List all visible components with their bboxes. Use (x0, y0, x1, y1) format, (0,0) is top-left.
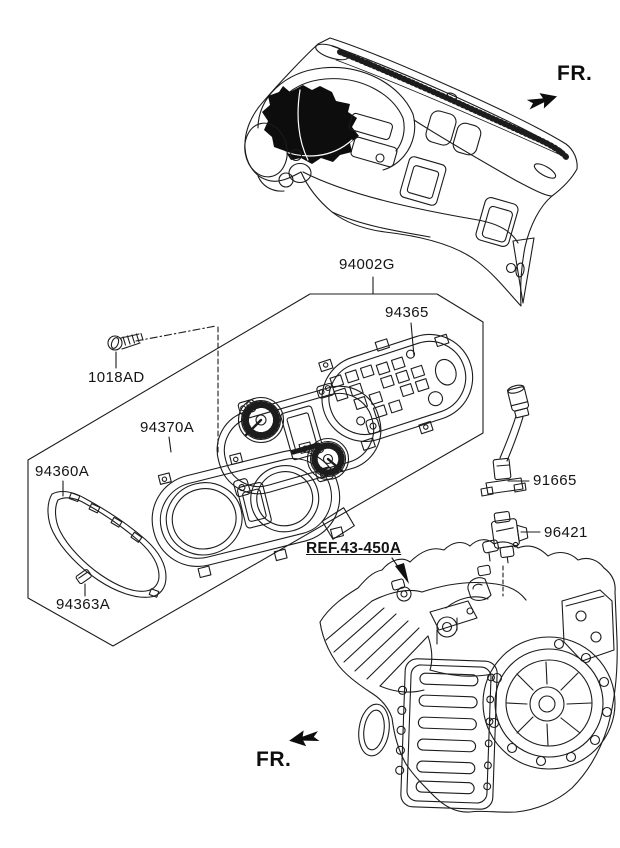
part-label-switch: 96421 (544, 524, 588, 541)
part-label-reference: REF.43-450A (306, 540, 402, 557)
lens-drawing (47, 490, 167, 598)
assembly-box-outline (27, 293, 484, 647)
part-label-wiring: 91665 (533, 472, 577, 489)
dashboard-illustration (244, 37, 578, 307)
cluster-opening-silhouette (262, 85, 359, 164)
switch-drawing (491, 510, 529, 597)
part-label-rear-case: 94365 (385, 304, 429, 321)
leader-lines (62, 276, 541, 597)
ref-arrowhead (395, 563, 409, 584)
rear-case-drawing (318, 333, 474, 451)
fr-arrow-bottom-icon (289, 730, 320, 747)
part-label-clip: 94363A (56, 596, 111, 613)
part-label-housing: 94370A (140, 419, 195, 436)
part-label-screw: 1018AD (88, 369, 145, 386)
wiring-drawing (480, 384, 530, 497)
housing-drawing (151, 441, 355, 579)
transmission-drawing (319, 539, 618, 813)
part-label-cluster-assembly: 94002G (339, 256, 395, 273)
fr-label-bottom: FR. (256, 748, 292, 771)
part-label-lens: 94360A (35, 463, 90, 480)
clip-drawing (75, 569, 92, 585)
cluster-assembly-drawing (216, 382, 382, 498)
fr-label-top: FR. (557, 62, 593, 85)
fr-arrow-top-icon (526, 93, 558, 110)
screw-drawing (107, 332, 144, 351)
